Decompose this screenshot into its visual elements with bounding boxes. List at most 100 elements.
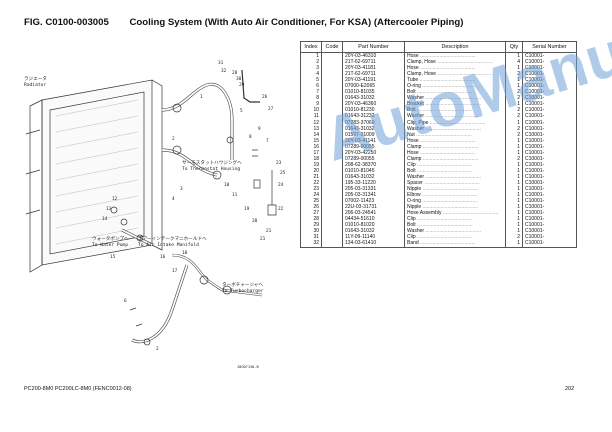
leader-dots: ........................................ xyxy=(421,155,479,162)
cell-description: Clamp ..................................… xyxy=(404,143,506,150)
cell-qty: 1 xyxy=(505,240,523,248)
callout: 29 xyxy=(239,82,245,88)
description-text: Clip xyxy=(407,161,416,168)
leader-dots: ........................................ xyxy=(421,204,479,211)
leader-dots: ........................................ xyxy=(418,240,476,247)
description-text: Nipple xyxy=(407,204,422,211)
cell-serial-number: C10001- xyxy=(522,210,577,217)
description-text: O-ring xyxy=(407,83,421,90)
parts-diagram: ラジエータ Radiator サーモスタットハウジングへ To Thermost… xyxy=(24,60,286,369)
cell-serial-number: C10001- xyxy=(522,101,577,108)
description-text: Bolt xyxy=(407,89,416,96)
cell-description: Bolt ...................................… xyxy=(404,89,506,96)
cell-description: O-ring .................................… xyxy=(404,198,506,205)
label-thermostat-jp: サーモスタットハウジングへ xyxy=(182,159,242,166)
leader-dots: ........................................ xyxy=(415,167,473,174)
leader-dots: ........................................ xyxy=(423,101,481,108)
leader-dots: ........................................ xyxy=(424,95,482,102)
cell-description: Spacer .................................… xyxy=(404,179,506,187)
description-text: Hose xyxy=(407,137,419,144)
callout: 31 xyxy=(218,60,224,66)
callout: 20 xyxy=(252,218,258,224)
cell-serial-number: C10001- xyxy=(522,173,577,180)
callout: 11 xyxy=(232,192,238,198)
description-text: Bracket xyxy=(407,101,424,108)
cell-description: Band ...................................… xyxy=(404,240,506,248)
leader-dots: ........................................ xyxy=(428,119,486,126)
cell-description: O-ring .................................… xyxy=(404,83,506,90)
cell-serial-number: C10001- xyxy=(522,204,577,211)
description-text: O-ring xyxy=(407,198,421,205)
description-text: Hose xyxy=(407,149,419,156)
callout: 6 xyxy=(124,298,127,304)
description-text: Bolt xyxy=(407,107,416,114)
table-header-row: Index Code Part Number Description Qty S… xyxy=(300,41,577,53)
description-text: Band xyxy=(407,240,419,247)
cell-description: Bolt ...................................… xyxy=(404,222,506,229)
cell-description: Washer .................................… xyxy=(404,125,506,132)
description-text: Nut xyxy=(407,131,415,138)
label-radiator-jp: ラジエータ xyxy=(24,75,47,82)
description-text: Clamp, Hose xyxy=(407,71,436,78)
callout: 16 xyxy=(160,254,166,260)
cell-serial-number: C10001- xyxy=(522,137,577,144)
cell-description: Clamp ..................................… xyxy=(404,155,506,162)
label-turbo-jp: ターボチャージャへ xyxy=(222,281,263,288)
callout: 28 xyxy=(232,70,238,76)
description-text: Bolt xyxy=(407,222,416,229)
callout-numbers: 31 32 28 30 29 26 27 9 8 7 5 23 25 24 22… xyxy=(102,60,286,352)
description-text: Spacer xyxy=(407,180,423,186)
cell-serial-number: C10001- xyxy=(522,131,577,138)
label-intake-jp: エアーインテークマニホールドへ xyxy=(138,236,207,242)
leader-dots: ........................................ xyxy=(441,210,499,217)
callout: 27 xyxy=(268,106,274,112)
column-header-index: Index xyxy=(300,41,322,53)
leader-dots: ........................................ xyxy=(415,107,473,114)
callout: 22 xyxy=(278,206,284,212)
cell-description: Hose ...................................… xyxy=(404,137,506,144)
callout: 14 xyxy=(102,216,108,222)
callout: 25 xyxy=(280,170,286,176)
cell-serial-number: C10001- xyxy=(522,155,577,162)
callout: 5 xyxy=(240,108,243,114)
cell-description: Clip ...................................… xyxy=(404,234,506,241)
cell-description: Clip ...................................… xyxy=(404,216,506,223)
figure-description: Cooling System (With Auto Air Conditione… xyxy=(129,17,464,28)
footer-model: PC200-8M0 PC200LC-8M0 (FENC0012-08) xyxy=(24,386,132,392)
cell-part-number: 134-03-61410 xyxy=(342,240,405,248)
leader-dots: ........................................ xyxy=(418,53,476,60)
cell-description: Washer .................................… xyxy=(404,173,506,180)
cell-serial-number: C10001- xyxy=(522,222,577,229)
description-text: Clamp xyxy=(407,143,422,150)
description-text: Clip, Pipe xyxy=(407,119,429,126)
column-header-part-number: Part Number xyxy=(342,41,405,53)
leader-dots: ........................................ xyxy=(420,192,478,199)
column-header-qty: Qty xyxy=(505,41,523,53)
cell-description: Bolt ...................................… xyxy=(404,167,506,174)
column-header-code: Code xyxy=(321,41,343,53)
footer-page-number: 202 xyxy=(565,386,575,392)
cell-description: Hose ...................................… xyxy=(404,65,506,72)
cell-description: Washer .................................… xyxy=(404,113,506,120)
leader-dots: ........................................ xyxy=(418,77,476,84)
drawing-id: J0G07130-B xyxy=(237,365,259,369)
cell-serial-number: C10001- xyxy=(522,83,577,90)
